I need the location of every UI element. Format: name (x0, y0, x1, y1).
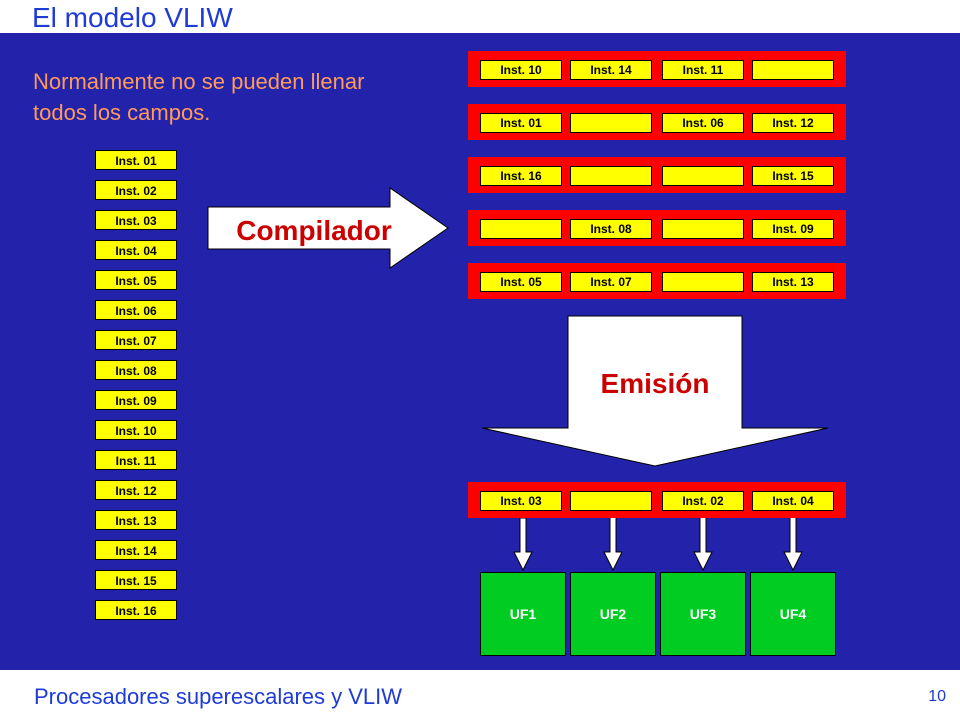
functional-unit-1: UF1 (480, 572, 566, 656)
bundle-slot (570, 113, 652, 133)
bundle-slot: Inst. 05 (480, 272, 562, 292)
sequence-item: Inst. 05 (95, 270, 177, 290)
sequence-item: Inst. 06 (95, 300, 177, 320)
functional-unit-4: UF4 (750, 572, 836, 656)
dispatch-arrow-3 (693, 509, 713, 572)
slide-title: El modelo VLIW (32, 2, 233, 33)
issued-slot: Inst. 03 (480, 491, 562, 511)
page-number: 10 (928, 688, 946, 705)
issued-slot: Inst. 02 (662, 491, 744, 511)
bundle-slot: Inst. 14 (570, 60, 652, 80)
issued-slot: Inst. 04 (752, 491, 834, 511)
bundle-slot (752, 60, 834, 80)
bundle-slot (662, 166, 744, 186)
bundle-slot: Inst. 08 (570, 219, 652, 239)
dispatch-arrow-2 (603, 509, 623, 572)
bundle-slot: Inst. 13 (752, 272, 834, 292)
footer-text: Procesadores superescalares y VLIW (34, 684, 403, 709)
issued-bundle: Inst. 03 Inst. 02 Inst. 04 (468, 482, 846, 518)
sequence-item: Inst. 02 (95, 180, 177, 200)
sequence-item: Inst. 01 (95, 150, 177, 170)
functional-unit-3: UF3 (660, 572, 746, 656)
dispatch-arrow-1 (513, 517, 533, 572)
sequence-item: Inst. 13 (95, 510, 177, 530)
sequence-item: Inst. 04 (95, 240, 177, 260)
sequence-item: Inst. 03 (95, 210, 177, 230)
bundle-slot (662, 219, 744, 239)
vliw-bundle: Inst. 05 Inst. 07 Inst. 13 (468, 263, 846, 299)
vliw-bundle: Inst. 01 Inst. 06 Inst. 12 (468, 104, 846, 140)
sequence-item: Inst. 09 (95, 390, 177, 410)
sequence-item: Inst. 14 (95, 540, 177, 560)
dispatch-arrow-4 (783, 509, 803, 572)
compiler-arrow (207, 187, 449, 269)
sequence-item: Inst. 16 (95, 600, 177, 620)
bundle-slot (480, 219, 562, 239)
sequence-item: Inst. 07 (95, 330, 177, 350)
bundle-slot: Inst. 07 (570, 272, 652, 292)
bundle-slot: Inst. 12 (752, 113, 834, 133)
bundle-slot: Inst. 01 (480, 113, 562, 133)
bundle-slot: Inst. 09 (752, 219, 834, 239)
issue-arrow (481, 315, 829, 467)
bundle-slot: Inst. 11 (662, 60, 744, 80)
bundle-slot (570, 166, 652, 186)
vliw-bundle: Inst. 08 Inst. 09 (468, 210, 846, 246)
note-text: Normalmente no se pueden llenar todos lo… (33, 69, 365, 125)
bundle-slot: Inst. 16 (480, 166, 562, 186)
sequence-item: Inst. 10 (95, 420, 177, 440)
bundle-slot: Inst. 10 (480, 60, 562, 80)
sequence-item: Inst. 12 (95, 480, 177, 500)
functional-unit-2: UF2 (570, 572, 656, 656)
issue-label: Emisión (601, 368, 710, 399)
sequence-item: Inst. 15 (95, 570, 177, 590)
sequence-item: Inst. 11 (95, 450, 177, 470)
bundle-slot: Inst. 06 (662, 113, 744, 133)
dispatch-arrows (513, 509, 803, 572)
bundle-slot (662, 272, 744, 292)
sequence-item: Inst. 08 (95, 360, 177, 380)
issued-slot (570, 491, 652, 511)
vliw-bundle: Inst. 16 Inst. 15 (468, 157, 846, 193)
vliw-bundle: Inst. 10 Inst. 14 Inst. 11 (468, 51, 846, 87)
compiler-label: Compilador (236, 215, 392, 246)
bundle-slot: Inst. 15 (752, 166, 834, 186)
